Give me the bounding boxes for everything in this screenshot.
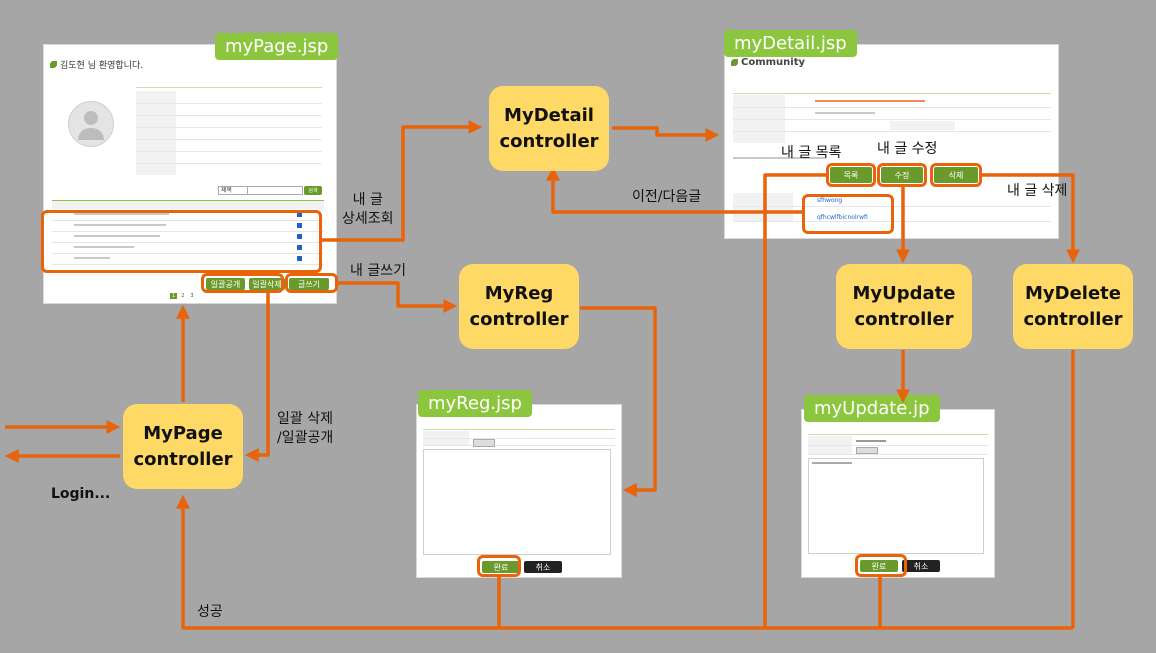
myupdate-tag: myUpdate.jp <box>804 395 940 422</box>
myreg-tag: myReg.jsp <box>418 390 532 417</box>
arrow-prev-next <box>546 166 802 214</box>
arrow-myreg-to-screen <box>580 306 657 497</box>
line-list-down <box>763 173 826 628</box>
list-button-highlight <box>826 163 876 187</box>
login-label: Login... <box>51 486 111 502</box>
write-button-highlight <box>285 273 338 293</box>
edit-button[interactable]: 수정 <box>881 167 923 183</box>
cancel-button[interactable]: 취소 <box>524 561 562 573</box>
page-2[interactable]: 2 <box>181 293 185 299</box>
edit-button-highlight <box>877 163 927 187</box>
leaf-icon <box>50 61 57 68</box>
mypage-buttons-highlight <box>201 273 284 293</box>
write-label: 내 글쓰기 <box>350 263 406 279</box>
bulk-label: 일괄 삭제/일괄공개 <box>277 411 334 446</box>
file-choose-button[interactable] <box>473 439 495 447</box>
arrow-detail-view <box>322 120 483 242</box>
welcome-text: 김도현 님 환영합니다. <box>60 61 144 71</box>
write-button[interactable]: 글쓰기 <box>289 278 329 290</box>
prev-post-link[interactable]: sfhwong <box>817 197 843 204</box>
leaf-icon <box>731 59 738 66</box>
success-label: 성공 <box>197 604 223 620</box>
file-choose-button[interactable] <box>856 447 878 454</box>
delete-button[interactable]: 삭제 <box>934 167 978 183</box>
arrow-delete-to-controller <box>982 173 1080 264</box>
list-button[interactable]: 목록 <box>830 167 872 183</box>
next-post-link[interactable]: qfhcwlfbicnolrwfi <box>817 214 868 221</box>
my-delete-label: 내 글 삭제 <box>1007 183 1068 199</box>
community-heading: Community <box>741 57 806 68</box>
submit-button[interactable]: 완료 <box>482 561 520 573</box>
content-textarea[interactable] <box>423 449 611 555</box>
profile-table <box>136 91 322 175</box>
bulk-public-button[interactable]: 일괄공개 <box>206 278 245 290</box>
submit-button[interactable]: 완료 <box>860 560 898 572</box>
cancel-button[interactable]: 취소 <box>902 560 940 572</box>
content-textarea[interactable] <box>808 458 984 554</box>
arrow-detail-to-screen <box>612 126 720 142</box>
prev-next-highlight <box>802 194 894 234</box>
prev-next-label: 이전/다음글 <box>632 189 702 205</box>
arrow-write <box>338 281 458 313</box>
profile-avatar <box>68 101 114 147</box>
mydetail-tag: myDetail.jsp <box>724 30 857 57</box>
reg-submit-highlight <box>477 555 521 577</box>
myupdate-screenshot: 완료 취소 <box>801 409 995 578</box>
user-icon <box>84 111 98 125</box>
page-1[interactable]: 1 <box>170 293 178 299</box>
post-table <box>52 200 324 270</box>
search-input[interactable] <box>247 186 303 195</box>
pagination: 1 2 3 <box>170 293 196 299</box>
my-list-label: 내 글 목록 <box>781 145 842 161</box>
arrow-bulk-to-mypage <box>244 292 270 462</box>
arrow-success <box>176 494 1073 630</box>
search-button[interactable]: 검색 <box>304 186 322 195</box>
post-list-highlight <box>41 210 322 273</box>
update-submit-highlight <box>855 554 907 577</box>
delete-button-highlight <box>930 163 982 187</box>
mypage-tag: myPage.jsp <box>215 33 339 60</box>
page-3[interactable]: 3 <box>190 293 194 299</box>
bulk-delete-button[interactable]: 일괄삭제 <box>249 278 285 290</box>
mypage-screenshot: 김도현 님 환영합니다. 제목 검색 <box>43 44 337 304</box>
my-edit-label: 내 글 수정 <box>877 141 938 157</box>
